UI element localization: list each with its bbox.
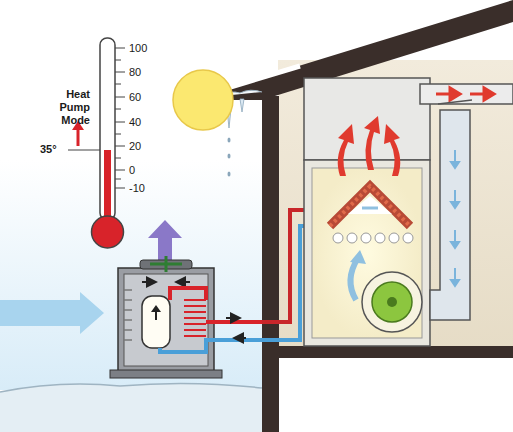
- scale-number: 60: [129, 91, 141, 104]
- scale-number: 100: [129, 42, 147, 55]
- scale-number: 40: [129, 116, 141, 129]
- mode-label: Heat Pump Mode: [50, 88, 90, 127]
- scale-number: 20: [129, 140, 141, 153]
- scale-number: 80: [129, 66, 141, 79]
- scale-number: -10: [129, 182, 145, 195]
- temperature-mark: 35°: [40, 143, 57, 156]
- scale-number: 0: [129, 164, 135, 177]
